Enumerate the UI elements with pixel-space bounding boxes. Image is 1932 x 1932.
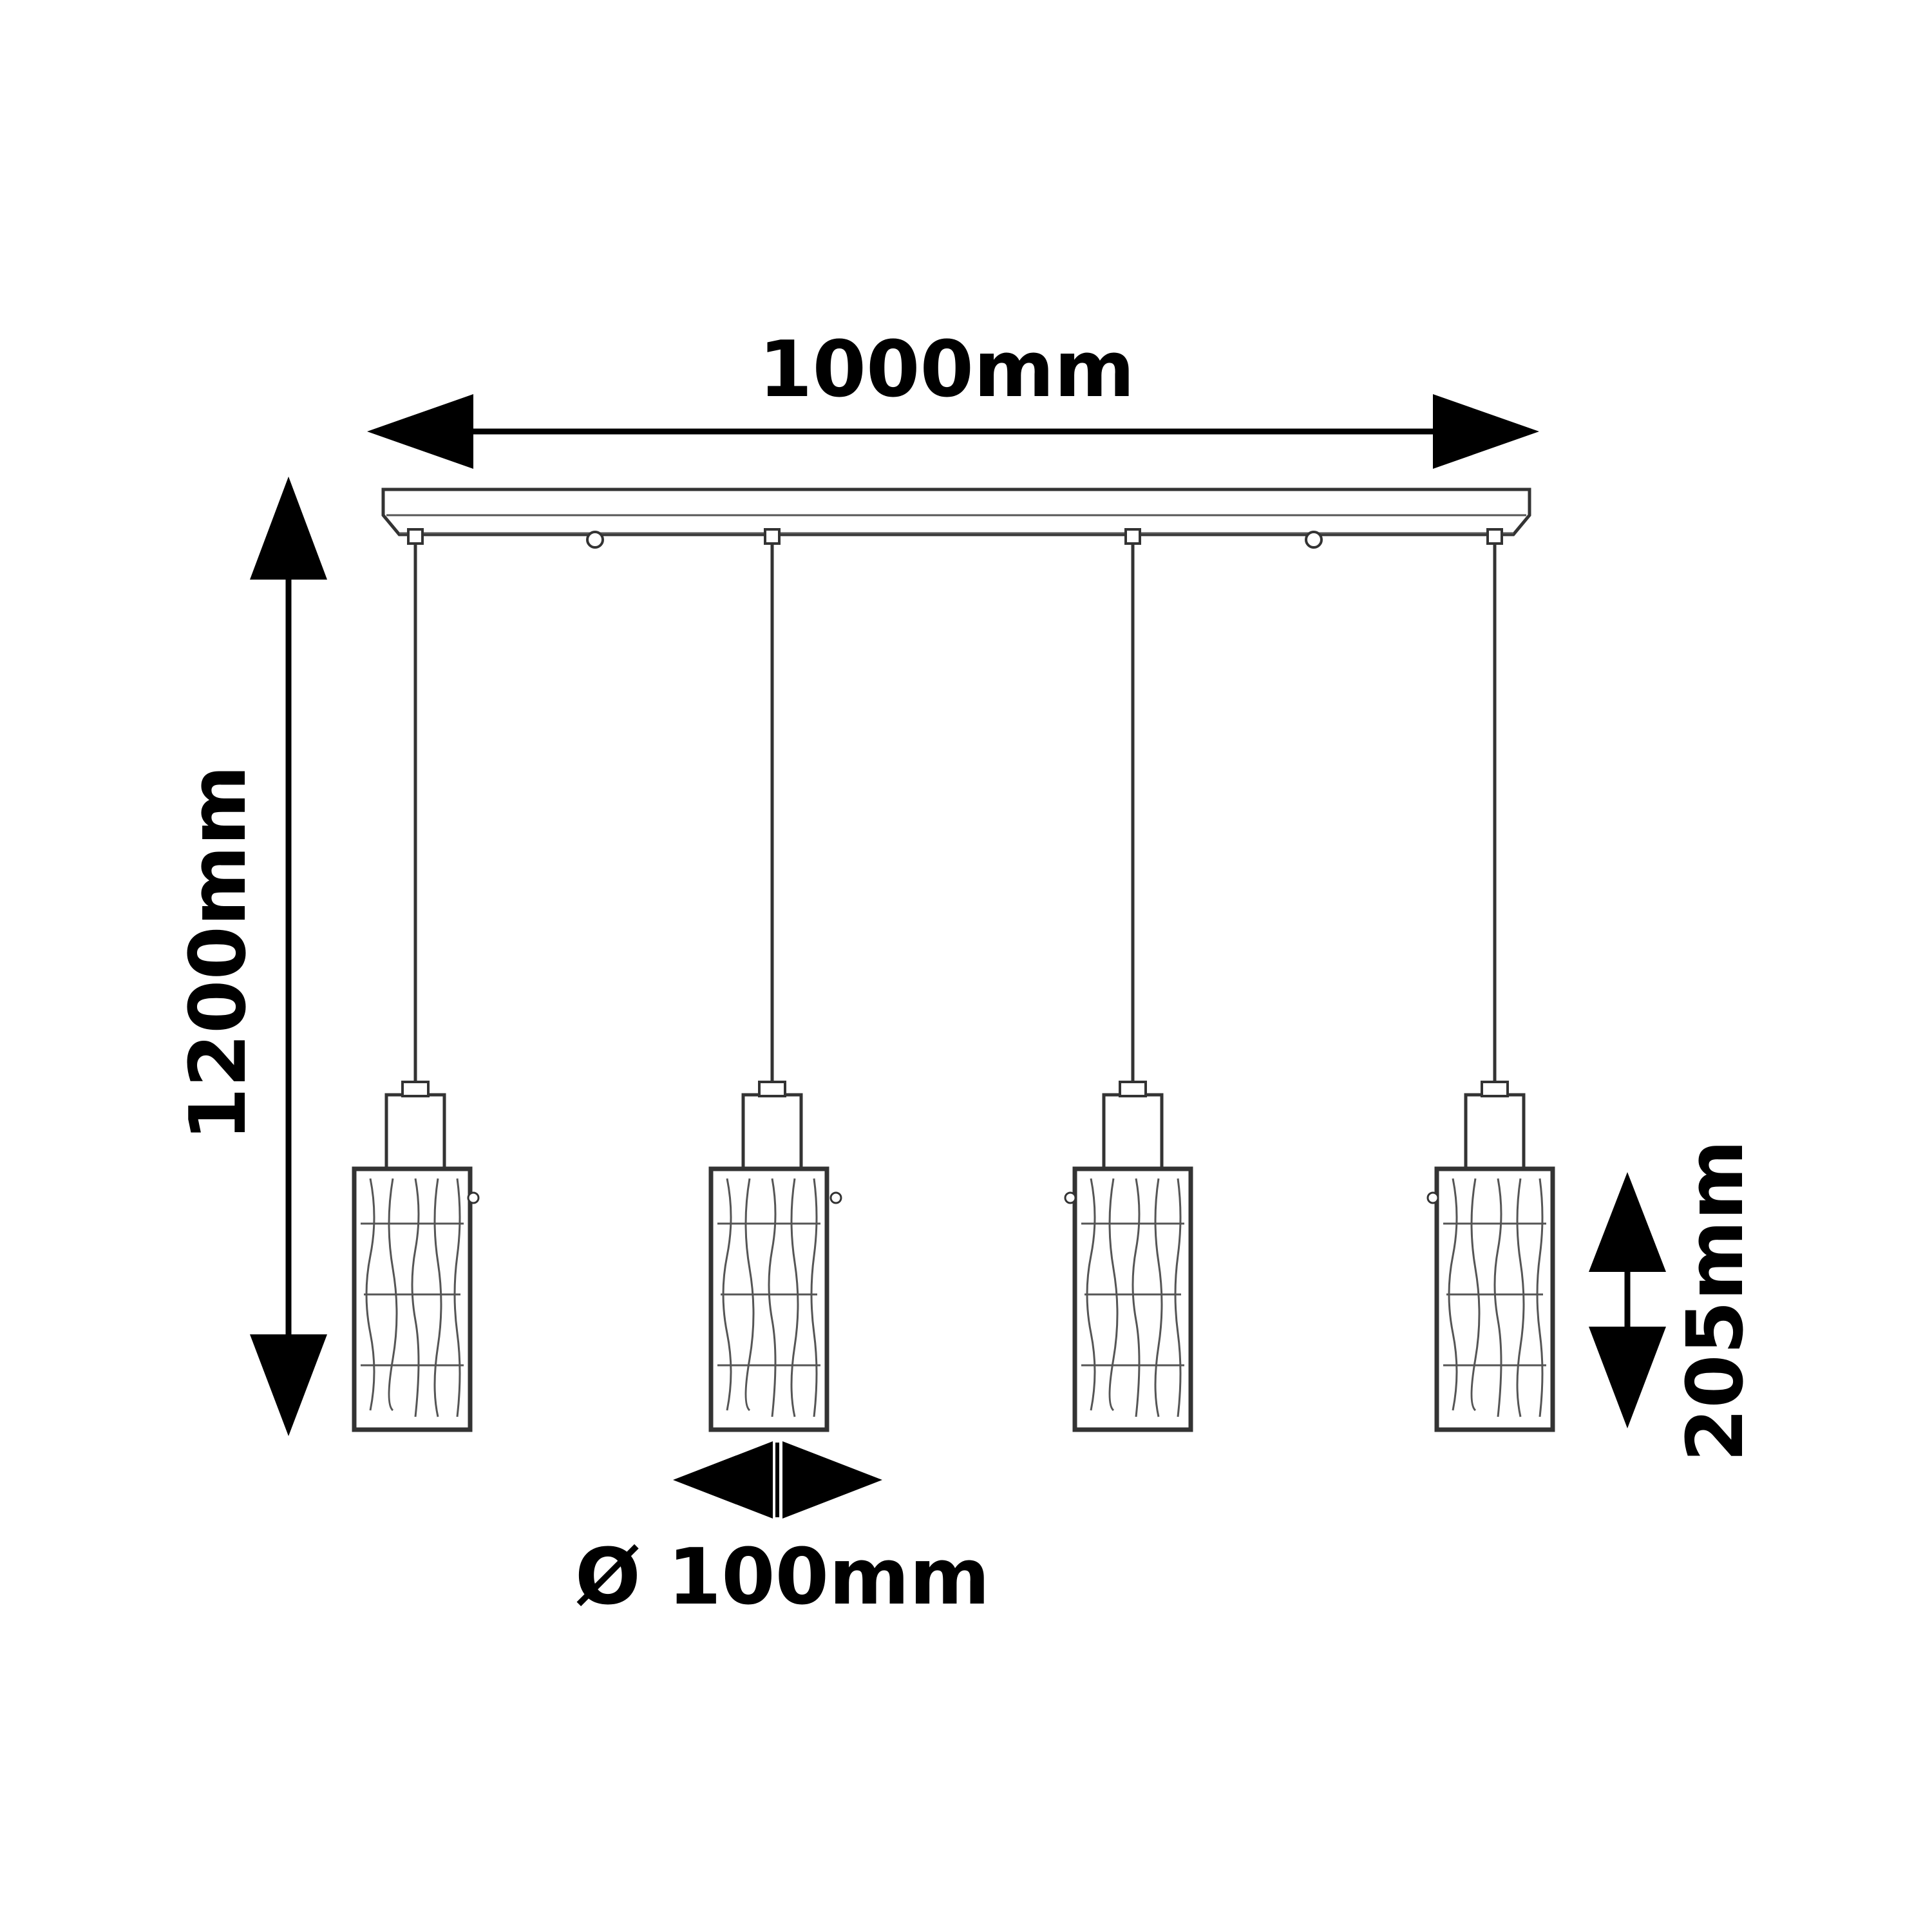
- lamp-socket: [1102, 1093, 1164, 1177]
- pendant-lamp-3: [1064, 1081, 1193, 1432]
- lamp-socket: [741, 1093, 803, 1177]
- pendant-lamp-1: [352, 1081, 480, 1432]
- pendant-lamp-2: [708, 1081, 842, 1432]
- shade-height-label: 205mm: [1671, 1139, 1761, 1463]
- ceiling-canopy: [381, 488, 1531, 536]
- canopy-screws: [586, 531, 1323, 549]
- pendant-lamp-4: [1426, 1081, 1555, 1432]
- lamp-socket: [384, 1093, 446, 1177]
- height-dimension-arrow: [250, 477, 327, 1436]
- height-label: 1200mm: [174, 764, 263, 1142]
- diameter-dimension-arrow: [673, 1441, 882, 1519]
- diameter-label: Ø 100mm: [574, 1533, 990, 1622]
- suspension-cables: [413, 544, 1497, 1087]
- width-dimension-arrow: [367, 394, 1539, 469]
- width-label: 1000mm: [758, 325, 1135, 415]
- lamp-socket: [1464, 1093, 1526, 1177]
- shade-height-dimension-arrow: [1589, 1172, 1666, 1428]
